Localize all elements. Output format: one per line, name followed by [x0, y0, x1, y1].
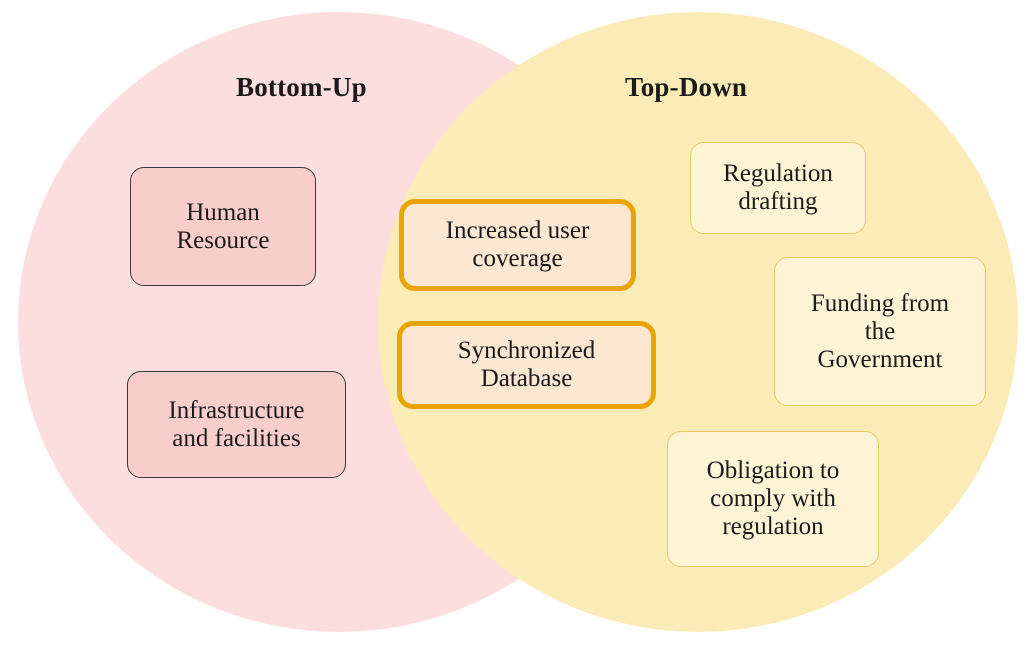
- node-human-resource: Human Resource: [130, 167, 316, 286]
- venn-title-bottom-up: Bottom-Up: [236, 72, 367, 102]
- node-funding-from-the-government: Funding from the Government: [774, 257, 986, 406]
- node-regulation-drafting: Regulation drafting: [690, 142, 866, 234]
- venn-title-top-down: Top-Down: [625, 72, 748, 102]
- node-increased-user-coverage: Increased user coverage: [399, 199, 636, 291]
- node-obligation-to-comply-with-regulation: Obligation to comply with regulation: [667, 431, 879, 567]
- node-synchronized-database: Synchronized Database: [397, 321, 656, 409]
- node-infrastructure-and-facilities: Infrastructure and facilities: [127, 371, 346, 478]
